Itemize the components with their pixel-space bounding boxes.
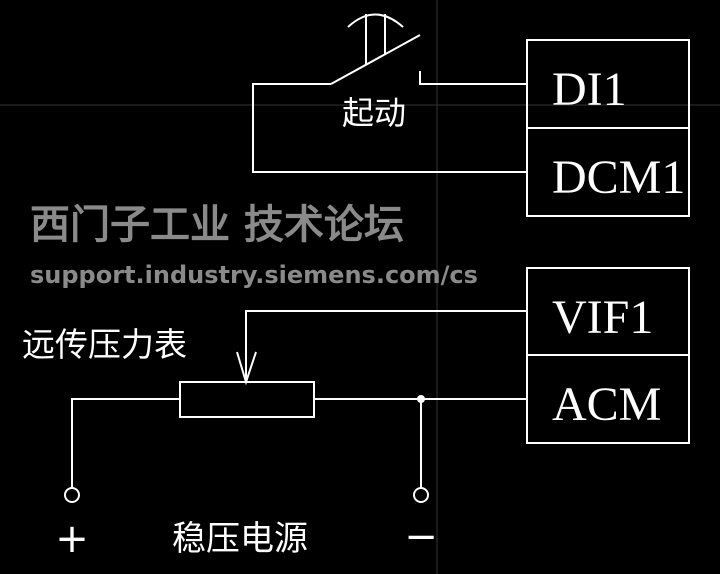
terminal-block-digital [526,39,690,217]
positive-wire [71,398,180,488]
terminal-block-analog [526,267,690,444]
negative-terminal [413,487,429,503]
terminal-acm: ACM [552,378,661,431]
power-supply-label: 稳压电源 [172,519,308,559]
terminal-di1: DI1 [552,63,627,116]
plus-sign: + [55,516,89,562]
terminal-vif1: VIF1 [552,291,653,344]
watermark-url: support.industry.siemens.com/cs [30,261,478,289]
positive-terminal [64,487,80,503]
watermark: 西门子工业 技术论坛 support.industry.siemens.com/… [30,202,478,289]
remote-pressure-gauge-label: 远传压力表 [22,325,187,364]
potentiometer [179,310,527,418]
watermark-title: 西门子工业 技术论坛 [30,202,404,248]
switch-loop-wire [252,83,527,173]
start-label: 起动 [342,94,406,132]
terminal-dcm1: DCM1 [552,151,685,204]
start-pushbutton-switch [330,13,527,85]
minus-sign: − [404,514,438,560]
